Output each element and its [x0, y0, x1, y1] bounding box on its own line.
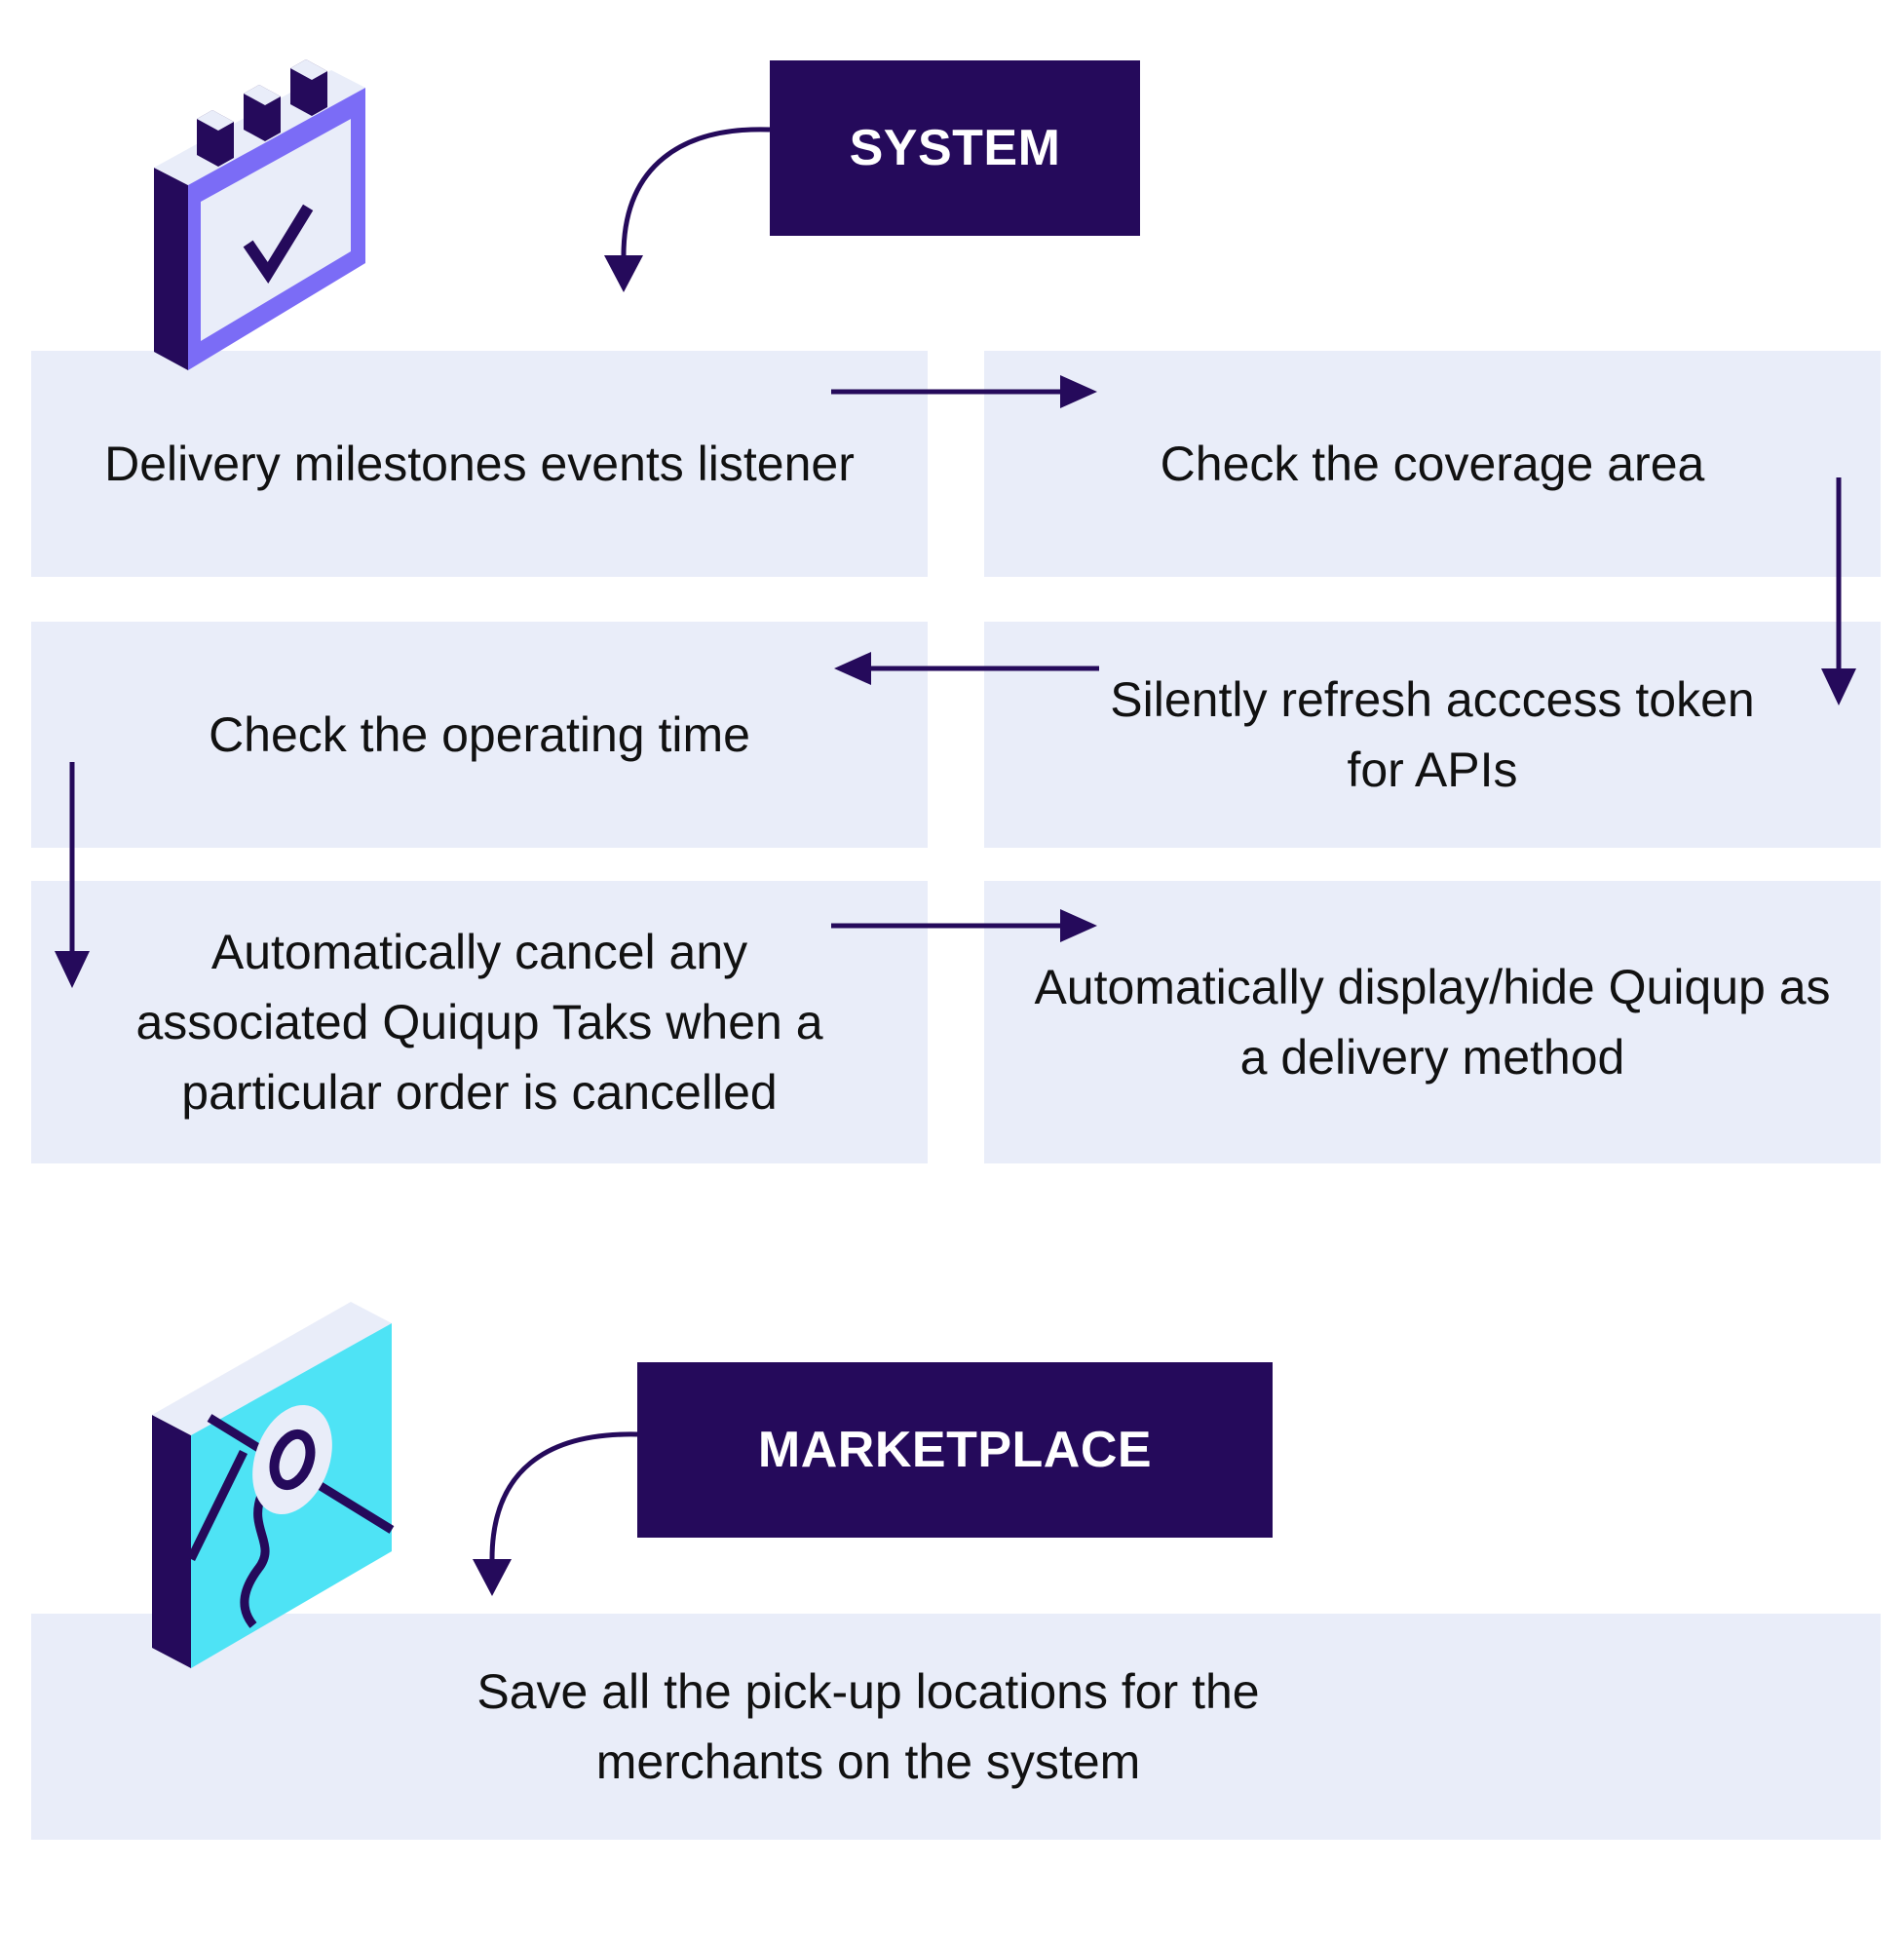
step-display-hide-label: Automatically display/hide Quiqup as a d… — [1034, 960, 1831, 1085]
step-refresh-token: Silently refresh acccess token for APIs — [984, 622, 1881, 848]
step-refresh-token-label: Silently refresh acccess token for APIs — [1110, 672, 1755, 797]
system-header: SYSTEM — [770, 60, 1140, 236]
step-coverage-area-label: Check the coverage area — [1160, 437, 1705, 491]
step-events-listener-label: Delivery milestones events listener — [104, 437, 855, 491]
curved-arrow-marketplace — [473, 1431, 638, 1596]
step-pickup-locations: Save all the pick-up locations for the m… — [31, 1614, 1881, 1840]
marketplace-header-label: MARKETPLACE — [757, 1422, 1153, 1478]
curved-arrow-system — [604, 127, 771, 292]
system-header-label: SYSTEM — [849, 120, 1061, 176]
step-events-listener: Delivery milestones events listener — [31, 351, 928, 577]
marketplace-header: MARKETPLACE — [637, 1362, 1273, 1538]
step-operating-time: Check the operating time — [31, 622, 928, 848]
step-operating-time-label: Check the operating time — [209, 707, 750, 762]
step-cancel-tasks: Automatically cancel any associated Quiq… — [31, 881, 928, 1163]
step-display-hide: Automatically display/hide Quiqup as a d… — [984, 881, 1881, 1163]
map-pin-icon — [152, 1302, 395, 1668]
step-coverage-area: Check the coverage area — [984, 351, 1881, 577]
step-cancel-tasks-label: Automatically cancel any associated Quiq… — [135, 925, 823, 1120]
calendar-check-icon — [154, 59, 365, 370]
step-pickup-locations-label: Save all the pick-up locations for the m… — [476, 1664, 1260, 1789]
